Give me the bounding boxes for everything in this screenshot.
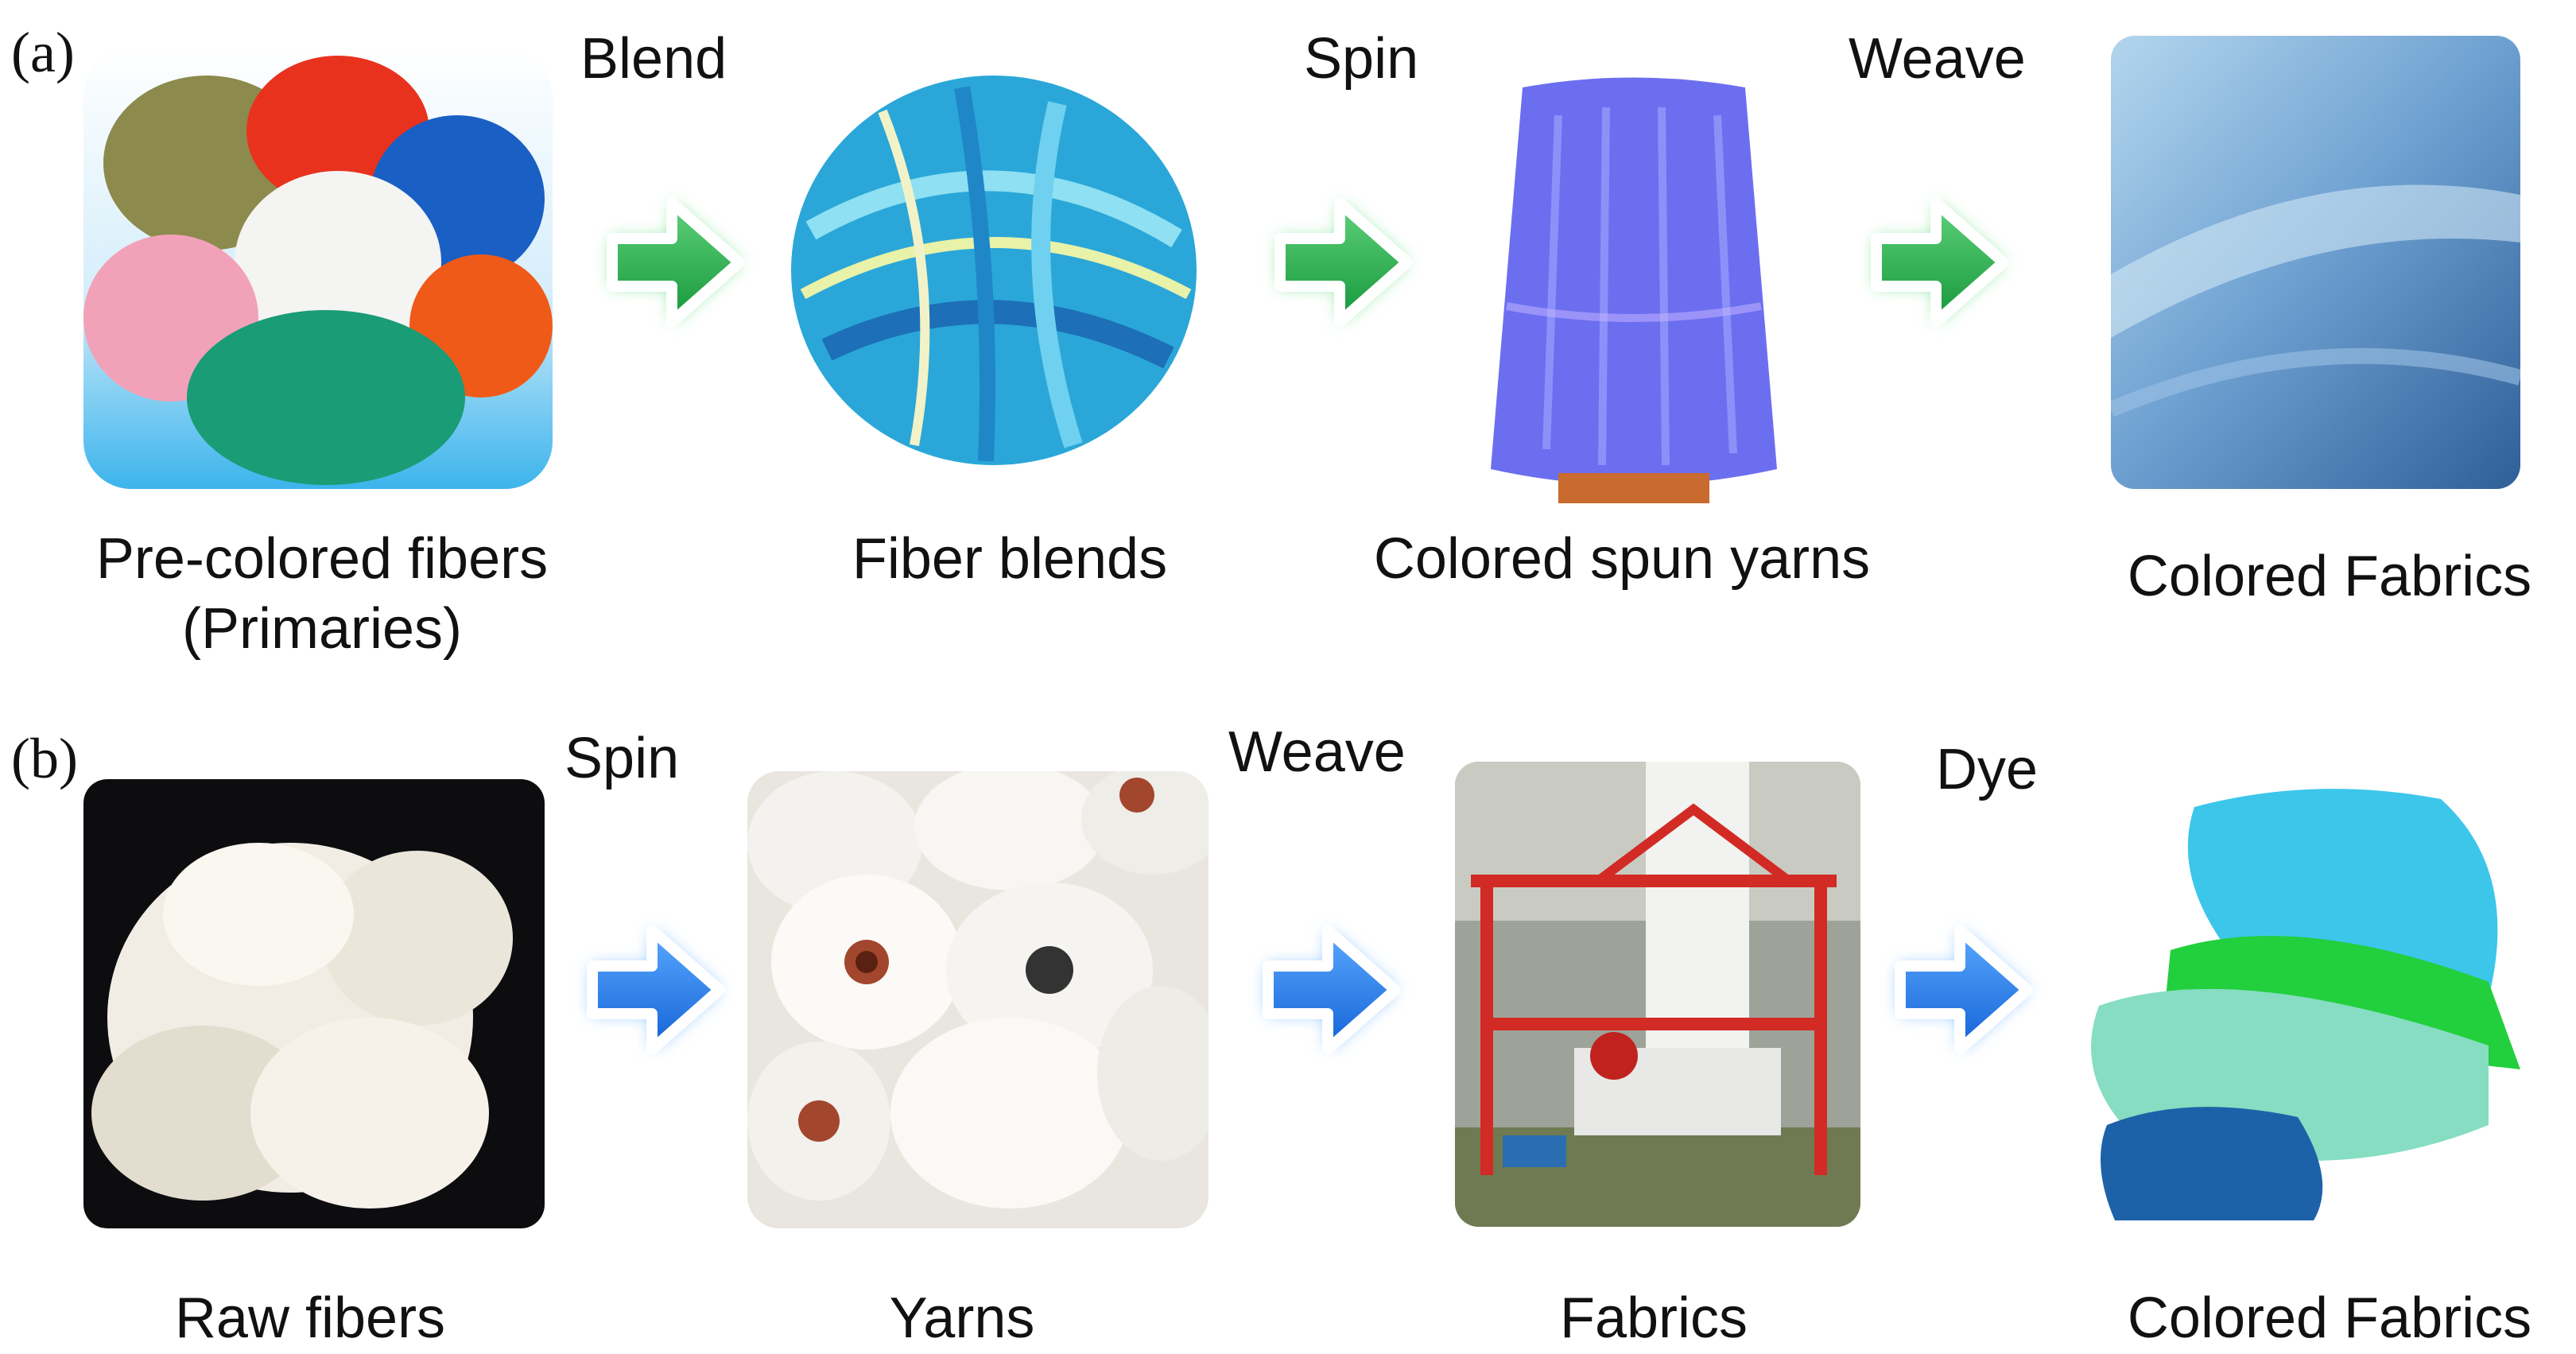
caption-fabrics: Fabrics bbox=[1559, 1286, 1748, 1350]
folded-colored-fabrics-image bbox=[2075, 751, 2528, 1220]
denim-fabric-image bbox=[2111, 36, 2520, 489]
caption-colored-fabrics-b: Colored Fabrics bbox=[2127, 1286, 2532, 1350]
weave-arrow-icon bbox=[1860, 183, 2019, 342]
step-label-weave-b: Weave bbox=[1228, 720, 1406, 784]
weave-arrow-b-icon bbox=[1252, 910, 1411, 1069]
caption-raw-fibers: Raw fibers bbox=[174, 1286, 446, 1350]
step-label-blend: Blend bbox=[580, 27, 727, 91]
caption-colored-spun-yarns: Colored spun yarns bbox=[1373, 527, 1871, 591]
caption-fiber-blends: Fiber blends bbox=[852, 527, 1168, 591]
pre-colored-fibers-image bbox=[83, 48, 553, 489]
caption-line: (Primaries) bbox=[182, 596, 462, 661]
panel-a-label: (a) bbox=[11, 21, 75, 84]
weaving-machine-image bbox=[1455, 762, 1860, 1227]
yarn-bobbins-image bbox=[747, 771, 1208, 1228]
panel-b-label: (b) bbox=[11, 727, 78, 790]
spin-arrow-icon bbox=[1264, 183, 1423, 342]
caption-colored-fabrics-a: Colored Fabrics bbox=[2127, 545, 2532, 608]
dye-arrow-icon bbox=[1884, 910, 2043, 1069]
step-label-spin: Spin bbox=[1304, 27, 1419, 91]
step-label-dye: Dye bbox=[1936, 738, 2039, 801]
caption-yarns: Yarns bbox=[889, 1286, 1035, 1350]
step-label-spin-b: Spin bbox=[564, 727, 680, 790]
fiber-blend-ball-image bbox=[755, 32, 1232, 493]
yarn-cone-image bbox=[1463, 68, 1805, 513]
raw-fibers-image bbox=[83, 779, 545, 1228]
step-label-weave: Weave bbox=[1849, 27, 2026, 91]
blend-arrow-icon bbox=[596, 183, 755, 342]
caption-line: Pre-colored fibers bbox=[95, 527, 549, 591]
caption-pre-colored-fibers: Pre-colored fibers (Primaries) bbox=[48, 525, 596, 665]
spin-arrow-b-icon bbox=[576, 910, 735, 1069]
